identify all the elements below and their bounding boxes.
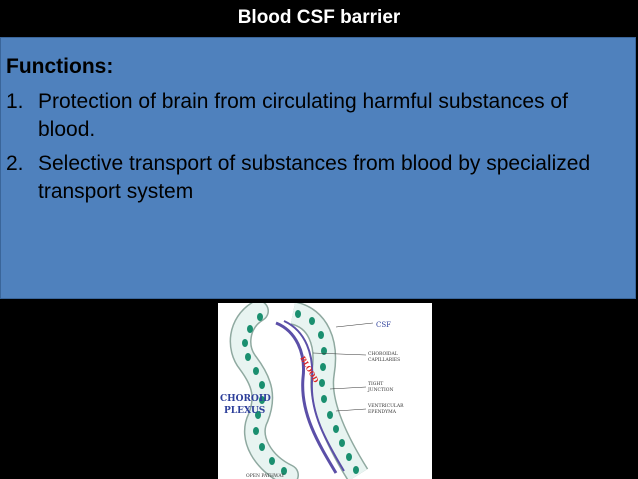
plexus-label: PLEXUS <box>224 406 265 416</box>
tight-label-1: TIGHT <box>368 381 383 387</box>
nuclei-left <box>242 313 287 475</box>
capillary-line <box>275 321 338 474</box>
list-item-text: Selective transport of substances from b… <box>38 152 591 203</box>
functions-list: 1. Protection of brain from circulating … <box>6 88 626 212</box>
choroid-plexus-diagram: BLOOD CSF CHOROIDAL CAPILLARIES TIGHT JU… <box>218 303 432 479</box>
ventricular-label-2: EPENDYMA <box>368 409 397 415</box>
capillary-line-2 <box>283 320 345 472</box>
tight-label-2: JUNCTION <box>367 387 393 393</box>
functions-heading: Functions: <box>6 55 114 78</box>
ventricular-label-1: VENTRICULAR <box>367 403 404 409</box>
list-item-text: Protection of brain from circulating har… <box>38 90 568 141</box>
functions-panel <box>0 37 636 299</box>
nuclei-right <box>295 310 359 474</box>
choroid-label: CHOROID <box>220 394 271 404</box>
choroidal-pointer <box>312 352 367 356</box>
open-pathway-label: OPEN PATHWAY <box>246 473 285 479</box>
tight-pointer <box>329 386 367 390</box>
list-item-number: 1. <box>6 90 24 113</box>
list-item: 1. Protection of brain from circulating … <box>6 88 626 144</box>
list-item: 2. Selective transport of substances fro… <box>6 150 626 206</box>
choroidal-label-2: CAPILLARIES <box>368 357 400 363</box>
list-item-number: 2. <box>6 152 24 175</box>
slide-title: Blood CSF barrier <box>237 7 401 28</box>
csf-label: CSF <box>376 321 391 329</box>
ventricular-pointer <box>335 408 367 412</box>
choroidal-label-1: CHOROIDAL <box>368 351 398 357</box>
diagram-svg: BLOOD CSF CHOROIDAL CAPILLARIES TIGHT JU… <box>220 303 404 479</box>
csf-pointer <box>335 322 374 328</box>
cell-band-left-fill <box>231 303 298 479</box>
